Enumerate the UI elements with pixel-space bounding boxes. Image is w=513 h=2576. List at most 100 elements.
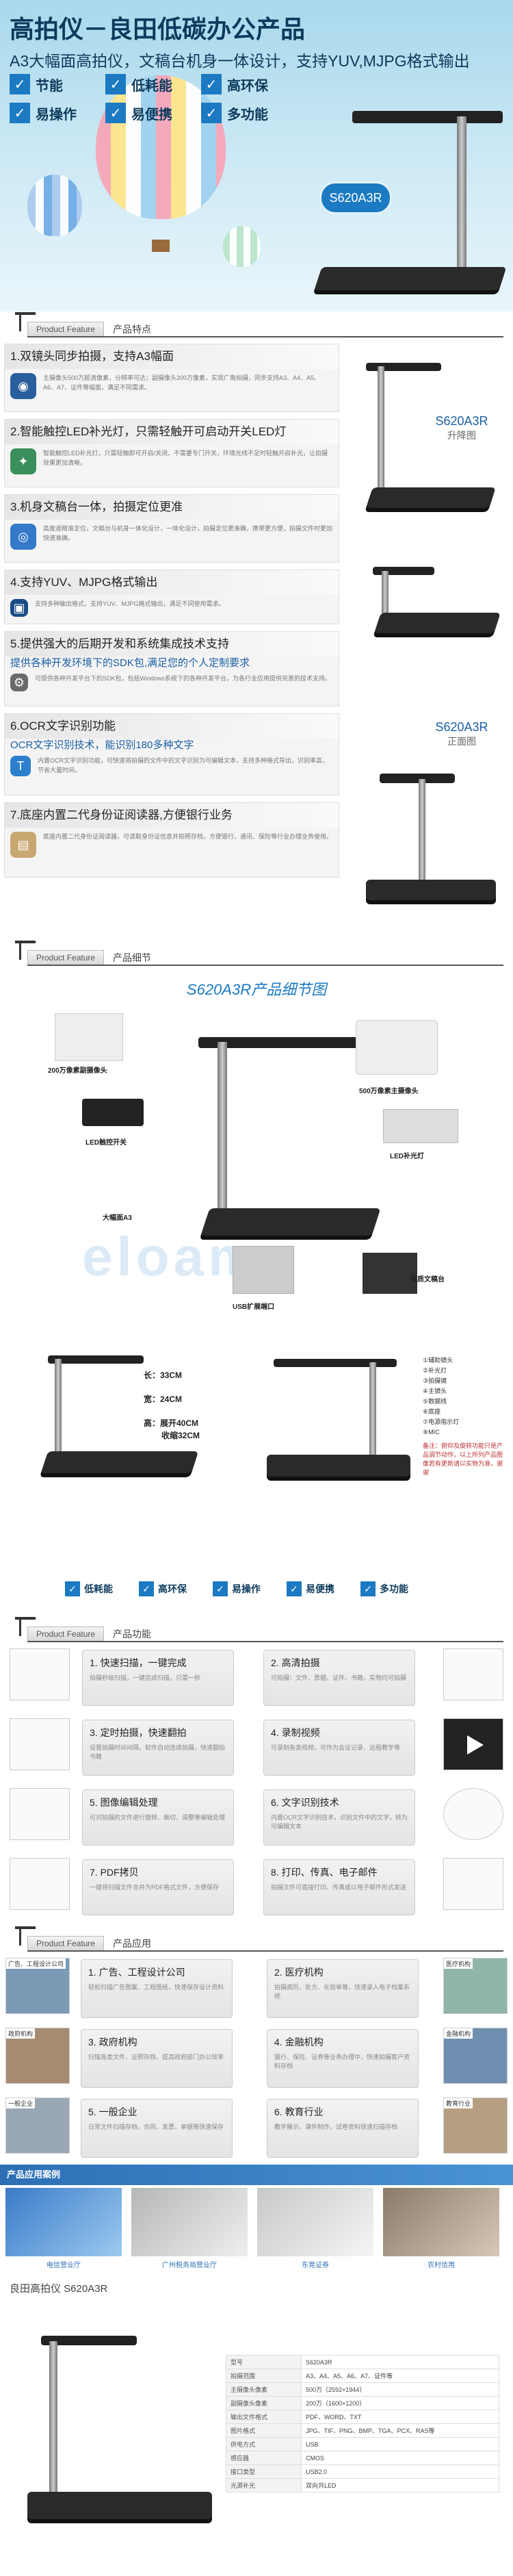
led-fill-photo (383, 1109, 458, 1143)
feature-row-5: 5.提供强大的后期开发和系统集成技术支持 提供各种开发环境下的SDK包,满足您的… (4, 631, 339, 706)
app-box-1: 1. 广告、工程设计公司轻松扫描广告图案、工程图纸，快速保存设计资料 (81, 1959, 233, 2018)
camera-lens-icon: ◉ (10, 373, 36, 399)
app-image-education: 教育行业 (443, 2097, 508, 2154)
section-tab: Product Feature (27, 1936, 105, 1951)
function-box-2: 2. 高清拍摄可拍摄：文件、票据、证件、书籍，实物均可拍摄 (263, 1650, 415, 1706)
hot-air-balloon-large (96, 75, 226, 219)
section-tab: Product Feature (27, 950, 105, 965)
sub-camera-photo (55, 1013, 123, 1061)
check-icon: ✓ (65, 1581, 80, 1596)
side-label-front: S620A3R 正面图 (435, 720, 488, 747)
ocr-icon: T (10, 756, 31, 776)
spec-value: USB (301, 2437, 499, 2451)
check-icon: ✓ (360, 1581, 376, 1596)
target-icon: ◎ (10, 524, 36, 550)
hot-air-balloon-small (27, 175, 82, 236)
hero-feature: ✓多功能 (201, 103, 297, 123)
callout-led-fill: LED补光灯 (390, 1153, 424, 1160)
scanner-mini-icon (10, 938, 37, 961)
spec-value: A3、A4、A5、A6、A7、证件等 (301, 2369, 499, 2383)
spec-key: 接口类型 (226, 2464, 302, 2479)
case-caption: 广州税务局营业厅 (162, 2262, 217, 2269)
usb-port-photo (233, 1246, 294, 1294)
spec-value: 500万（2592×1944） (301, 2382, 499, 2397)
app-image-enterprise: 一般企业 (5, 2097, 70, 2154)
case-photo-2 (131, 2188, 248, 2256)
model-badge: S620A3R (321, 183, 390, 212)
product-page: 高拍仪－良田低碳办公产品 A3大幅面高拍仪，文稿台机身一体设计，支持YUV,MJ… (0, 0, 513, 2519)
spec-key: 感应器 (226, 2451, 302, 2465)
callout-touch-switch: LED触控开关 (86, 1139, 127, 1147)
function-box-4: 4. 录制视频可录制各类视频，可作为会议记录、远程教学等 (263, 1720, 415, 1776)
hero-subtitle: A3大幅面高拍仪，文稿台机身一体设计，支持YUV,MJPG格式输出 (10, 52, 470, 70)
hero-feature: ✓易便携 (105, 103, 201, 123)
video-play-icon (443, 1718, 503, 1770)
check-icon: ✓ (287, 1581, 302, 1596)
spec-value: 双向共LED (301, 2478, 499, 2492)
dim-height-open: 高：展开40CM (144, 1418, 199, 1428)
case-photo-4 (383, 2188, 499, 2256)
side-label-lift: S620A3R 升降图 (435, 414, 488, 441)
feature-bar: ✓低耗能 ✓高环保 ✓易操作 ✓易便携 ✓多功能 (65, 1581, 408, 1596)
section-tab: Product Feature (27, 1627, 105, 1642)
stand-photo (363, 1253, 417, 1294)
spec-key: 供电方式 (226, 2437, 302, 2451)
dim-length: 长：33CM (144, 1370, 183, 1380)
check-icon: ✓ (213, 1581, 228, 1596)
check-icon: ✓ (139, 1581, 154, 1596)
check-icon: ✓ (105, 103, 126, 123)
function-image-5 (10, 1788, 70, 1840)
dim-width: 宽：24CM (144, 1394, 183, 1404)
spec-key: 光源补光 (226, 2478, 302, 2492)
hero-feature: ✓高环保 (201, 74, 297, 94)
id-card-icon: ▤ (10, 832, 36, 858)
function-box-8: 8. 打印、传真、电子邮件拍摄文件可直接打印、传真或以电子邮件形式发送 (263, 1859, 415, 1915)
case-photo-3 (257, 2188, 373, 2256)
check-icon: ✓ (10, 103, 30, 123)
function-image-8 (443, 1858, 503, 1910)
section-header-features: Product Feature 产品特点 (0, 309, 513, 337)
hero-feature: ✓易操作 (10, 103, 105, 123)
function-box-3: 3. 定时拍摄，快速翻拍设置拍摄时间间隔，软件自动连续拍摄，快速翻拍书籍 (82, 1720, 234, 1776)
spec-key: 输出文件格式 (226, 2410, 302, 2424)
feature-row-2: 2.智能触控LED补光灯，只需轻触开可启动开关LED灯 ✦智能触控LED补光灯，… (4, 419, 339, 487)
feature-row-4: 4.支持YUV、MJPG格式输出 ▣支持多种输出格式，支持YUV、MJPG格式输… (4, 570, 339, 624)
feature-row-7: 7.底座内置二代身份证阅读器,方便银行业务 ▤底座内置二代身份证阅读器，可读取身… (4, 802, 339, 878)
spec-key: 副摄像头像素 (226, 2396, 302, 2410)
callout-stand: 硬质文稿台 (410, 1276, 445, 1284)
main-camera-photo (356, 1020, 438, 1075)
spec-key: 主摄像头像素 (226, 2382, 302, 2397)
section-header-detail: Product Feature 产品细节 (0, 938, 513, 966)
hot-air-balloon-tiny (223, 226, 261, 267)
function-box-7: 7. PDF拷贝一键将扫描文件合并为PDF格式文件，方便保存 (82, 1859, 234, 1915)
spec-value: S620A3R (301, 2355, 499, 2369)
callout-a3: 大幅面A3 (103, 1214, 132, 1222)
section-tab: Product Feature (27, 322, 105, 337)
app-box-3: 3. 政府机构扫描各类文件、证照存档，提高政府部门办公效率 (81, 2029, 233, 2088)
hero-banner: 高拍仪－良田低碳办公产品 A3大幅面高拍仪，文稿台机身一体设计，支持YUV,MJ… (0, 0, 513, 311)
callout-sub-camera: 200万像素副摄像头 (48, 1067, 107, 1075)
spec-value: JPG、TIF、PNG、BMP、TGA、PCX、RAS等 (301, 2423, 499, 2438)
parts-note: 备注：俯仰及旋转功能只是产品调节动作，以上所列产品图像若有更新请以实物为准，谢谢 (423, 1442, 503, 1476)
spec-row: 光源补光双向共LED (226, 2478, 499, 2492)
function-image-2 (443, 1648, 503, 1700)
hero-title: 高拍仪－良田低碳办公产品 (10, 15, 306, 44)
function-image-1 (10, 1648, 70, 1700)
check-icon: ✓ (201, 74, 222, 94)
function-box-1: 1. 快速扫描，一键完成拍摄秒级扫描，一键完成扫描，只需一秒 (82, 1650, 234, 1706)
check-icon: ✓ (201, 103, 222, 123)
section-name: 产品应用 (113, 1938, 151, 1949)
function-image-7 (10, 1858, 70, 1910)
dim-height-closed: 收缩32CM (161, 1431, 200, 1440)
watermark-logo: eloam (82, 1226, 261, 1287)
section-header-functions: Product Feature 产品功能 (0, 1614, 513, 1642)
spec-key: 型号 (226, 2355, 302, 2369)
led-light-icon: ✦ (10, 448, 36, 474)
